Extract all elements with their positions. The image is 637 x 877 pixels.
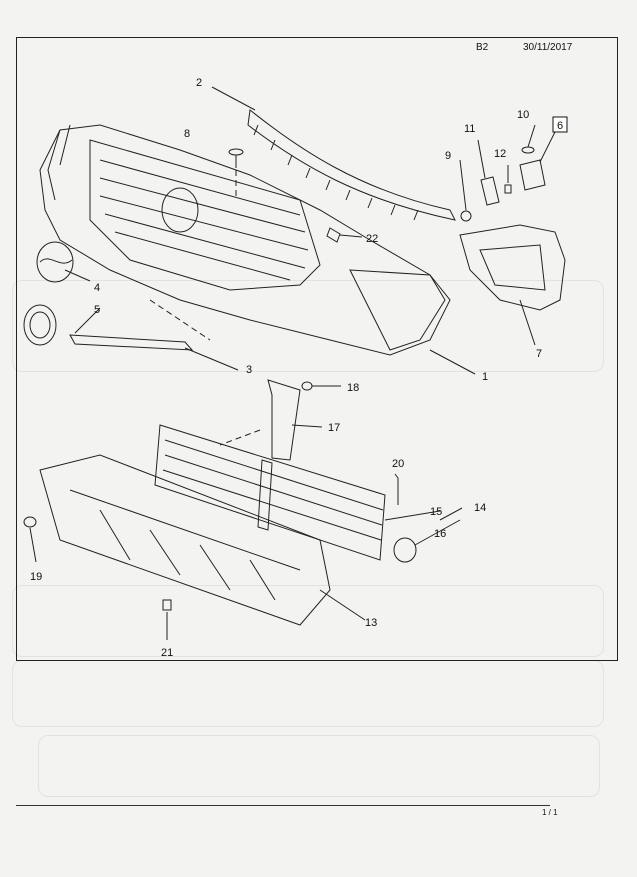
part-17-bracket (267, 379, 301, 461)
bleed-through-box (12, 280, 604, 372)
page-indicator: 1 / 1 (542, 808, 558, 817)
footer-rule (16, 805, 550, 806)
callout-17: 17 (328, 422, 340, 434)
leader-lines (29, 86, 557, 640)
part-4-emblem (36, 241, 74, 283)
callout-13: 13 (365, 617, 377, 629)
part-21-clip (162, 599, 172, 611)
bleed-through-box (12, 585, 604, 657)
bleed-through-box (38, 735, 600, 797)
callout-1: 1 (482, 371, 488, 383)
part-1-main-grille (39, 124, 451, 356)
part-18-bolt (301, 381, 313, 391)
callout-20: 20 (392, 458, 404, 470)
part-12-spacer (504, 184, 512, 194)
part-5-badge (23, 304, 57, 346)
part-10-nut (521, 146, 535, 154)
callout-15: 15 (430, 506, 442, 518)
diagram-frame (16, 37, 618, 661)
part-8-push-pin (228, 148, 244, 168)
callout-7: 7 (536, 348, 542, 360)
callout-14: 14 (474, 502, 486, 514)
callout-21: 21 (161, 647, 173, 659)
callout-10: 10 (517, 109, 529, 121)
callout-6-box (552, 116, 568, 133)
callout-2: 2 (196, 77, 202, 89)
callout-11: 11 (464, 123, 475, 135)
callout-labels: 1 2 3 4 5 6 7 8 9 10 11 12 13 14 15 16 1… (30, 77, 568, 659)
part-9-screw (460, 210, 472, 222)
alignment-lines (149, 170, 261, 446)
part-3-lower-trim (69, 334, 194, 351)
callout-3: 3 (246, 364, 252, 376)
sheet-code: B2 (476, 42, 489, 53)
part-19-bolt (23, 516, 37, 528)
callout-6: 6 (557, 120, 563, 132)
callout-19: 19 (30, 571, 42, 583)
callout-8: 8 (184, 128, 190, 140)
part-22-clip (326, 227, 341, 243)
part-16-actuator (393, 537, 417, 563)
part-13-air-deflector (39, 454, 331, 626)
part-15-active-shutter (154, 424, 386, 561)
callout-18: 18 (347, 382, 359, 394)
callout-22: 22 (366, 233, 378, 245)
callout-4: 4 (94, 282, 100, 294)
callout-5: 5 (94, 304, 100, 316)
callout-12: 12 (494, 148, 506, 160)
sheet-date: 30/11/2017 (523, 42, 573, 53)
part-7-bracket (459, 224, 566, 311)
part-11-bracket (480, 176, 500, 206)
callout-9: 9 (445, 150, 451, 162)
callout-16: 16 (434, 528, 446, 540)
part-2-upper-trim (247, 109, 456, 221)
part-6-sensor (519, 159, 546, 191)
